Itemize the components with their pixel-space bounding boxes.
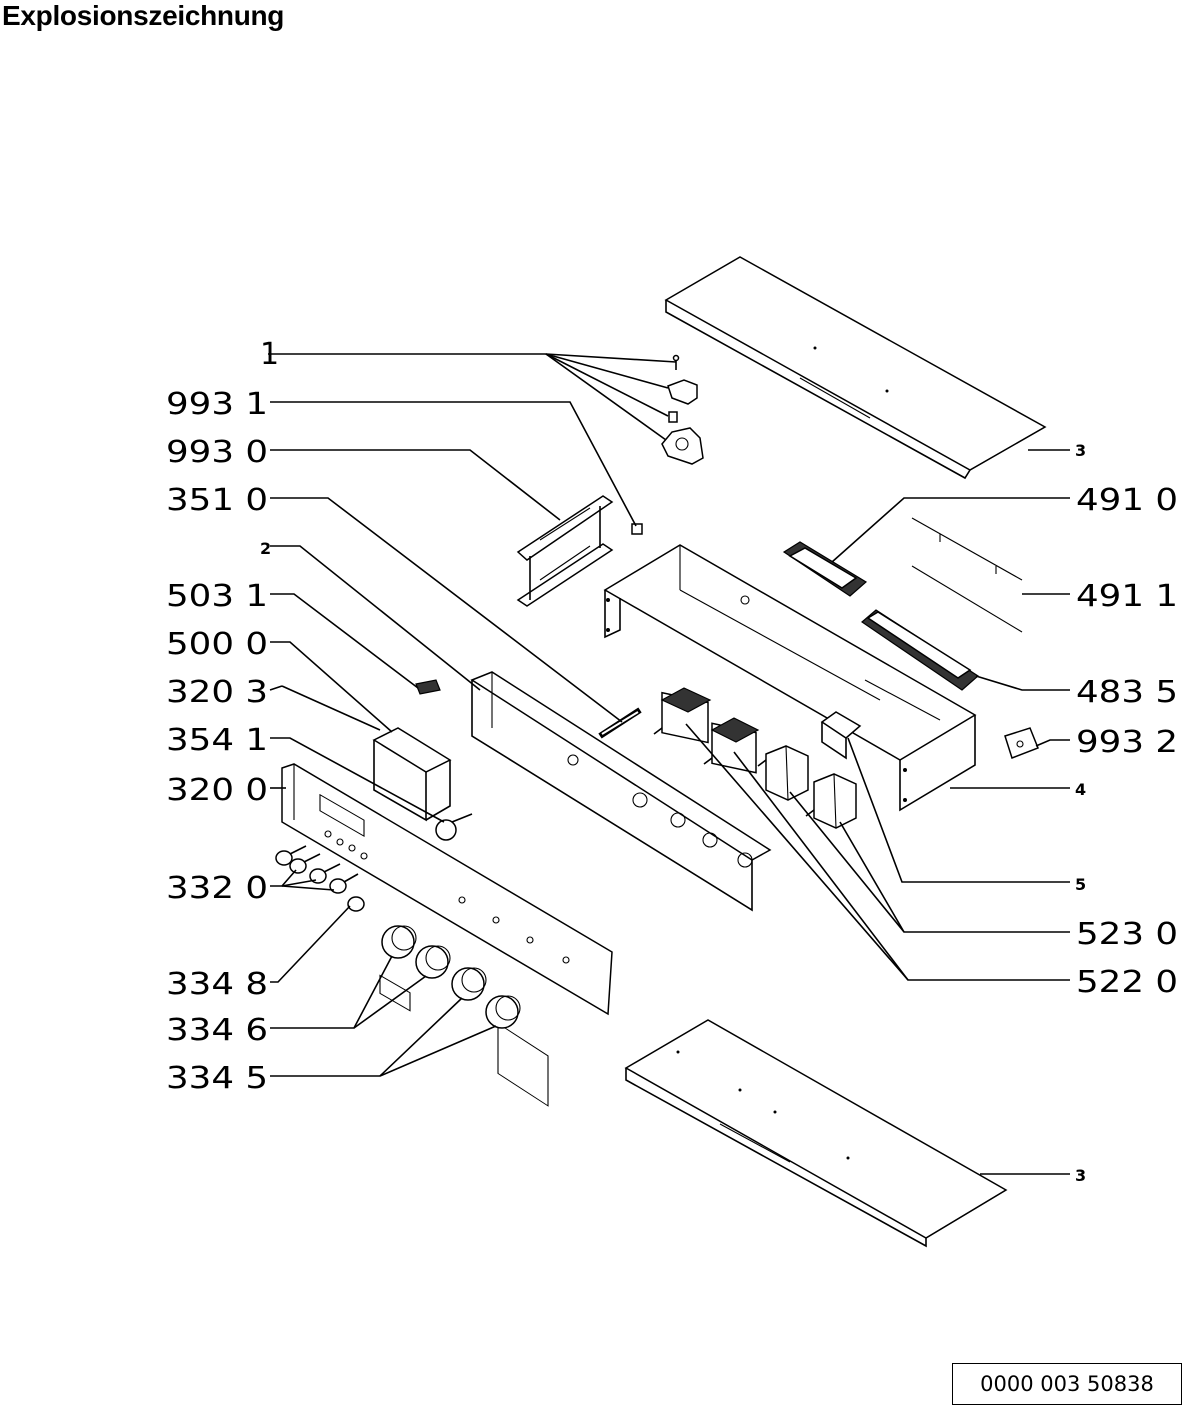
callout-labels-left: 1 993 1 993 0 351 0 2 503 1 500 0 320 3 … — [166, 337, 279, 1096]
rotary-switches-large — [653, 687, 760, 774]
push-switch — [435, 813, 473, 841]
callout-993-2: 993 2 — [1076, 725, 1178, 760]
callout-labels-right: 3 491 0 491 1 483 5 993 2 4 5 523 0 522 … — [1075, 441, 1178, 1185]
bottom-plate — [624, 1019, 1008, 1248]
callout-1: 1 — [260, 337, 279, 372]
terminal-strip — [782, 541, 868, 597]
callout-334-6: 334 6 — [166, 1013, 268, 1048]
callout-503-1: 503 1 — [166, 579, 268, 614]
callout-523-0: 523 0 — [1076, 917, 1178, 952]
callout-522-0: 522 0 — [1076, 965, 1178, 1000]
control-knobs — [381, 925, 521, 1029]
callout-334-8: 334 8 — [166, 967, 268, 1002]
clip — [1004, 727, 1039, 759]
angle-bracket — [820, 711, 862, 760]
timer-module — [372, 727, 452, 1012]
callout-351-0: 351 0 — [166, 483, 268, 518]
push-buttons — [275, 845, 365, 912]
leader-lines — [268, 353, 1070, 1175]
control-panel-frame — [470, 671, 772, 1107]
display-module-small — [415, 679, 441, 695]
mounting-rail — [911, 517, 1023, 633]
callout-354-1: 354 1 — [166, 723, 268, 758]
callout-993-0: 993 0 — [166, 435, 268, 470]
rotary-switches-small — [757, 745, 857, 829]
callout-3-top: 3 — [1075, 441, 1086, 460]
front-panel — [281, 763, 613, 1016]
top-cover-plate — [664, 256, 1047, 480]
callout-500-0: 500 0 — [166, 627, 268, 662]
callout-2: 2 — [260, 539, 271, 558]
callout-332-0: 332 0 — [166, 871, 268, 906]
page-title: Explosionszeichnung — [2, 0, 285, 31]
connector-block — [861, 609, 979, 691]
callout-483-5: 483 5 — [1076, 675, 1178, 710]
callout-491-1: 491 1 — [1076, 579, 1178, 614]
callout-491-0: 491 0 — [1076, 483, 1178, 518]
bracket — [516, 495, 614, 607]
callout-3-bottom: 3 — [1075, 1166, 1086, 1185]
small-parts-group — [631, 354, 704, 535]
callout-320-0: 320 0 — [166, 773, 268, 808]
wire — [281, 685, 381, 731]
callout-5: 5 — [1075, 875, 1086, 894]
callout-993-1: 993 1 — [166, 387, 268, 422]
callout-334-5: 334 5 — [166, 1061, 268, 1096]
main-housing — [603, 544, 977, 812]
push-rod — [598, 707, 642, 739]
callout-4: 4 — [1075, 780, 1086, 799]
callout-320-3: 320 3 — [166, 675, 268, 710]
document-number: 0000 003 50838 — [952, 1363, 1182, 1405]
